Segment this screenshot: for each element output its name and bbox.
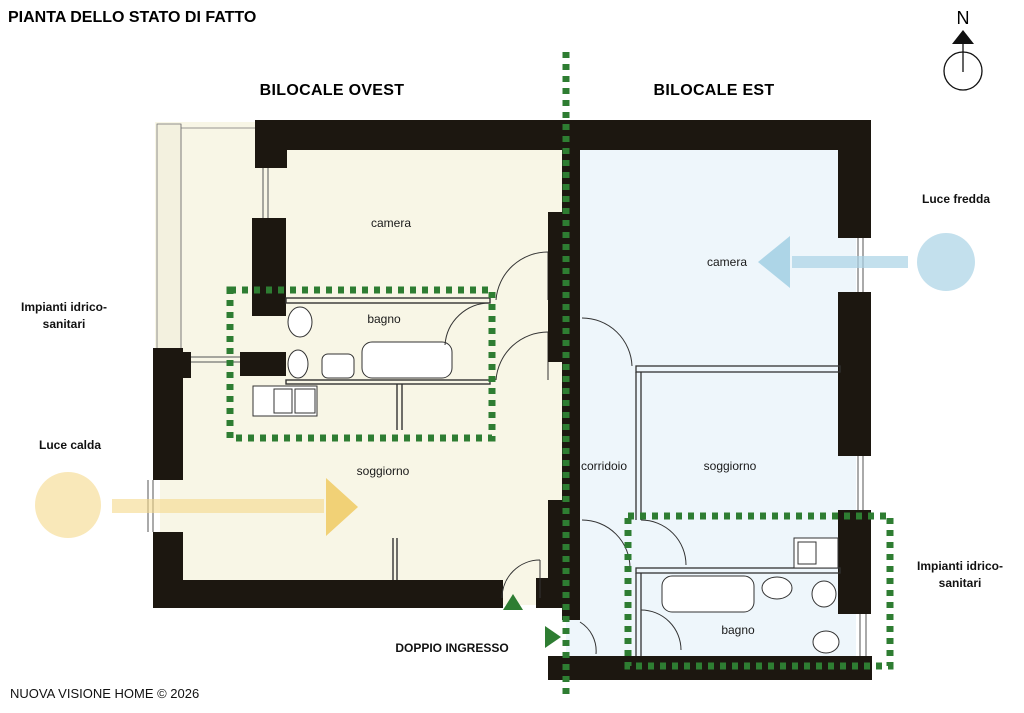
heading-west: BILOCALE OVEST [260, 82, 405, 99]
page-title: PIANTA DELLO STATO DI FATTO [8, 9, 256, 26]
entrance-arrow-icon [503, 594, 523, 610]
dotted-markers [226, 52, 894, 695]
entrance-arrow-icon [545, 626, 561, 648]
label-plumbing-west-2: sanitari [43, 317, 86, 331]
label-plumbing-west-1: Impianti idrico- [21, 300, 107, 314]
room-east-bedroom: camera [707, 255, 747, 269]
room-west-living: soggiorno [357, 464, 410, 478]
room-east-bath: bagno [721, 623, 755, 637]
label-plumbing-east-2: sanitari [939, 576, 982, 590]
room-east-corridor: corridoio [581, 459, 627, 473]
footer-copyright: NUOVA VISIONE HOME © 2026 [10, 686, 199, 701]
label-double-entrance: DOPPIO INGRESSO [395, 641, 508, 655]
room-west-bath: bagno [367, 312, 401, 326]
east-apartment [548, 120, 872, 680]
west-apartment [147, 120, 567, 608]
heading-east: BILOCALE EST [654, 82, 775, 99]
label-plumbing-east-1: Impianti idrico- [917, 559, 1003, 573]
north-label: N [957, 8, 970, 28]
room-east-living: soggiorno [704, 459, 757, 473]
warm-light-icon [35, 472, 358, 538]
label-cold-light: Luce fredda [922, 192, 990, 206]
label-warm-light: Luce calda [39, 438, 101, 452]
room-west-bedroom: camera [371, 216, 411, 230]
cold-light-icon [758, 233, 975, 291]
north-compass-icon: N [943, 8, 983, 91]
